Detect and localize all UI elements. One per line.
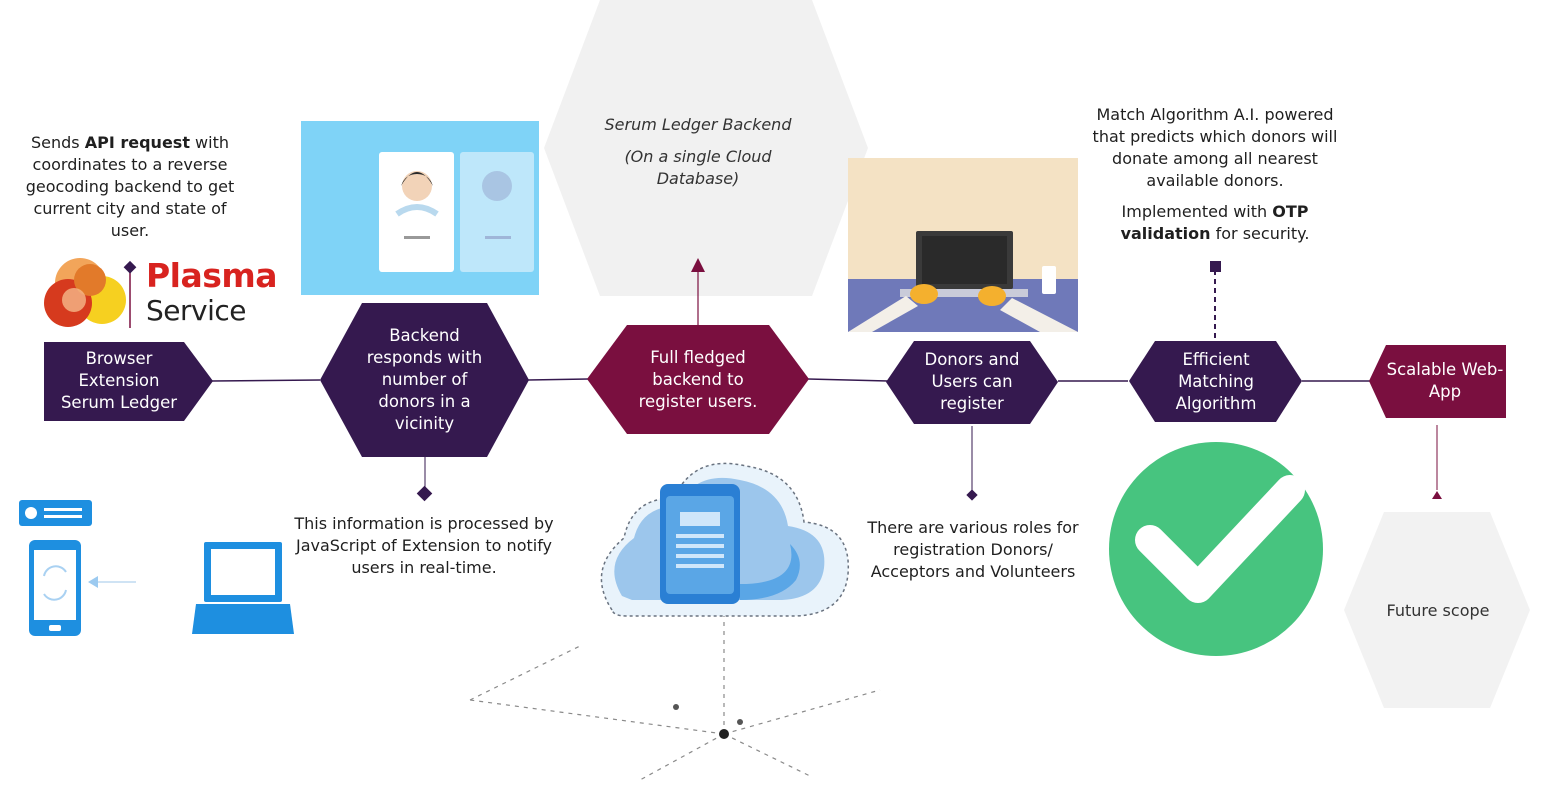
marker-ledger xyxy=(691,258,705,272)
node-shape-donors-register[interactable] xyxy=(886,341,1058,424)
logo-plasma-text: Plasma xyxy=(146,256,278,295)
isometric-grid xyxy=(469,600,881,781)
phone-sync-icon xyxy=(19,500,136,636)
match-algorithm-note: Match Algorithm A.I. powered that predic… xyxy=(1092,105,1338,190)
checkmark-icon xyxy=(1109,442,1323,656)
node-shape-full-backend[interactable] xyxy=(587,325,809,434)
ledger-backend-subtitle: (On a single Cloud Database) xyxy=(624,147,772,188)
profile-cards-icon xyxy=(301,121,539,295)
ledger-backdrop-hexagon xyxy=(544,0,868,296)
future-scope-hexagon xyxy=(1344,512,1530,708)
processed-note: This information is processed by JavaScr… xyxy=(294,514,554,577)
node-full-backend[interactable]: Full fledged backend to register users. xyxy=(638,348,758,411)
node-webapp[interactable]: Scalable Web-App xyxy=(1386,360,1504,401)
ledger-backend-title: Serum Ledger Backend xyxy=(604,115,792,134)
node-shape-backend-responds[interactable] xyxy=(320,303,529,457)
marker-logo xyxy=(123,260,137,274)
node-backend-responds[interactable]: Backend responds with number of donors i… xyxy=(366,326,483,433)
grid-node xyxy=(719,729,729,739)
node-browser-extension[interactable]: Browser Extension Serum Ledger xyxy=(60,349,178,412)
cloud-server-icon xyxy=(600,462,850,617)
grid-node xyxy=(737,719,743,725)
plasma-logo-icon xyxy=(44,258,126,327)
laptop-icon xyxy=(192,542,294,634)
grid-node xyxy=(673,704,679,710)
marker-backend xyxy=(416,485,433,502)
node-shape-browser-extension[interactable] xyxy=(44,342,213,421)
node-matching[interactable]: Efficient Matching Algorithm xyxy=(1175,350,1257,413)
future-scope-label: Future scope xyxy=(1386,601,1490,620)
api-request-note: Sends API request with coordinates to a … xyxy=(25,133,235,240)
ledger-backend-note: Serum Ledger Backend (On a single Cloud … xyxy=(595,114,801,190)
roles-note: There are various roles for registration… xyxy=(867,518,1079,581)
marker-webapp xyxy=(1432,491,1442,499)
node-donors-register[interactable]: Donors and Users can register xyxy=(924,350,1020,413)
node-shape-webapp[interactable] xyxy=(1369,345,1506,418)
marker-matching xyxy=(1210,261,1221,272)
timeline-connector xyxy=(211,378,1370,382)
marker-register xyxy=(966,489,978,501)
node-shape-matching[interactable] xyxy=(1129,341,1302,422)
logo-service-text: Service xyxy=(146,294,246,327)
typing-laptop-icon xyxy=(848,158,1078,332)
